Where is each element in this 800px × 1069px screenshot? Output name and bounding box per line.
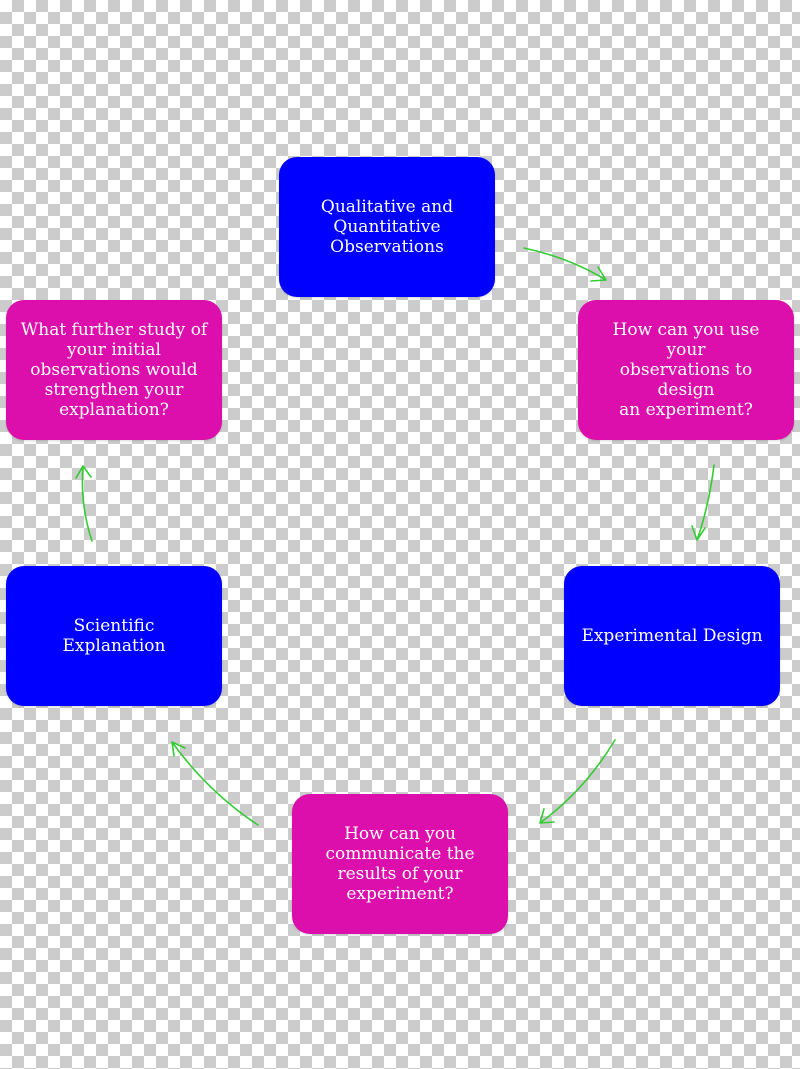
node-label: Qualitative and Quantitative Observation…	[320, 197, 454, 257]
arrow-question-design-to-experimental-design	[691, 464, 715, 541]
arrow-experimental-design-to-question-communicate	[539, 739, 616, 824]
question-further-study-box: What further study of your initial obser…	[6, 300, 222, 440]
qualitative-quantitative-observations-box: Qualitative and Quantitative Observation…	[279, 157, 495, 297]
experimental-design-box: Experimental Design	[564, 566, 780, 706]
question-communicate-results-box: How can you communicate the results of y…	[292, 794, 508, 934]
arrow-observations-to-question-design	[523, 247, 607, 282]
scientific-explanation-box: Scientific Explanation	[6, 566, 222, 706]
question-design-experiment-box: How can you use your observations to des…	[578, 300, 794, 440]
node-label: Experimental Design	[581, 626, 763, 646]
arrow-scientific-explanation-to-question-further	[75, 465, 93, 542]
arrow-question-communicate-to-scientific-explanation	[171, 741, 259, 826]
node-label: How can you use your observations to des…	[612, 320, 760, 420]
node-label: Scientific Explanation	[62, 616, 166, 656]
node-label: How can you communicate the results of y…	[325, 824, 475, 904]
node-label: What further study of your initial obser…	[20, 320, 208, 420]
